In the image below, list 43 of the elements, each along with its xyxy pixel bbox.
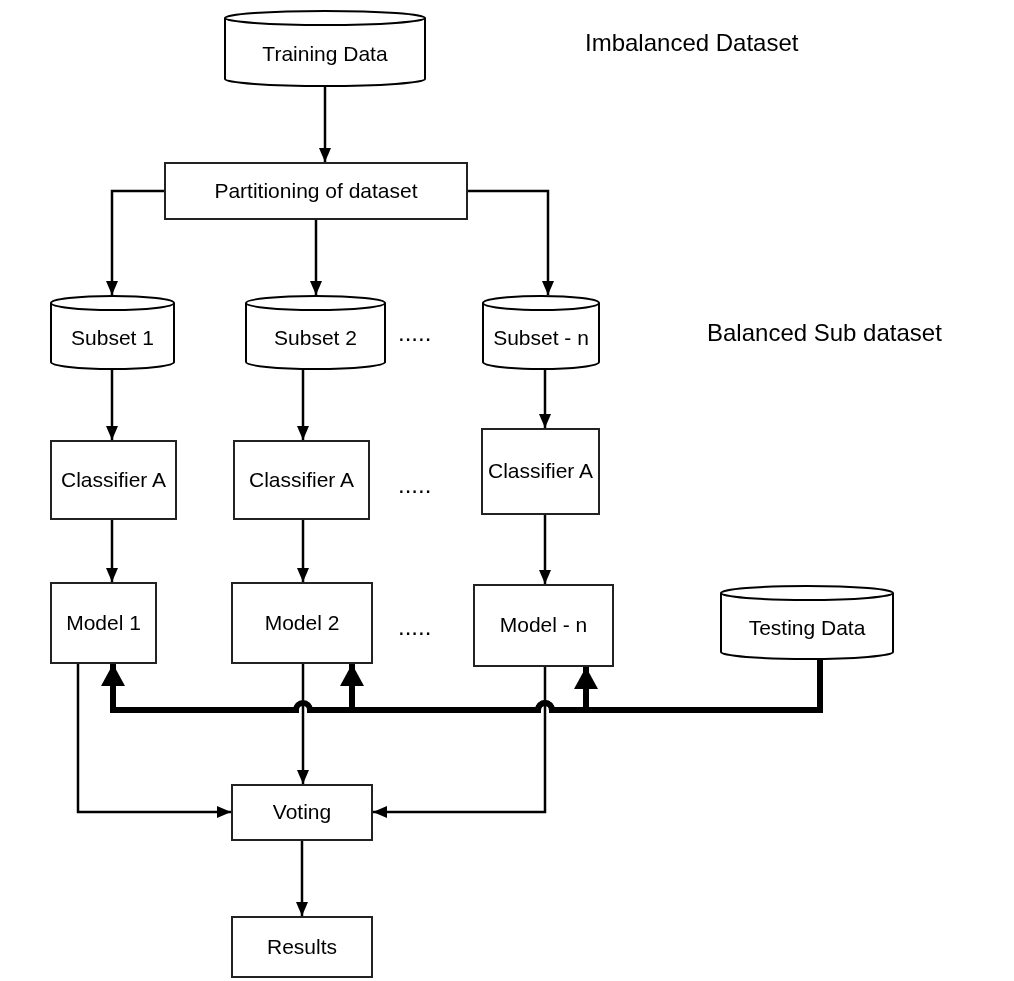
node-label: Model 2	[263, 609, 341, 636]
arrow	[373, 667, 547, 818]
arrow	[106, 370, 118, 440]
annotation-text: .....	[398, 318, 432, 348]
node-label: Classifier A	[487, 458, 594, 485]
process-box	[231, 784, 373, 841]
arrow	[539, 515, 551, 584]
annotation-text: .....	[398, 612, 432, 642]
arrow	[539, 370, 551, 428]
arrow	[297, 370, 309, 440]
node-label: Model 1	[65, 609, 142, 636]
node-label: Testing Data	[747, 615, 867, 642]
process-box	[473, 584, 614, 667]
annotation-text: .....	[398, 470, 432, 500]
arrow	[76, 664, 231, 818]
arrow	[297, 664, 309, 784]
node-label: Model - n	[498, 612, 589, 639]
process-box	[233, 440, 370, 520]
arrow	[296, 841, 308, 916]
node-label: Subset - n	[492, 325, 590, 352]
node-label: Results	[266, 933, 338, 960]
node-label: Subset 1	[70, 325, 155, 352]
node-label: Classifier A	[60, 466, 167, 493]
process-box	[231, 582, 373, 664]
node-label: Classifier A	[248, 466, 355, 493]
arrow	[310, 220, 322, 295]
arrow	[468, 189, 554, 295]
arrow	[106, 189, 164, 295]
node-label: Subset 2	[273, 325, 358, 352]
process-box	[50, 582, 157, 664]
arrow	[574, 660, 823, 713]
process-box	[231, 916, 373, 978]
arrow	[297, 520, 309, 582]
annotation-text: Balanced Sub dataset	[707, 318, 942, 348]
annotation-text: Imbalanced Dataset	[585, 28, 799, 58]
node-label: Partitioning of dataset	[213, 177, 419, 204]
node-label: Voting	[271, 799, 333, 826]
node-label: Training Data	[261, 41, 389, 68]
arrow	[106, 520, 118, 582]
process-box	[164, 162, 468, 220]
process-box	[50, 440, 177, 520]
process-box	[481, 428, 600, 515]
arrow	[319, 87, 331, 162]
